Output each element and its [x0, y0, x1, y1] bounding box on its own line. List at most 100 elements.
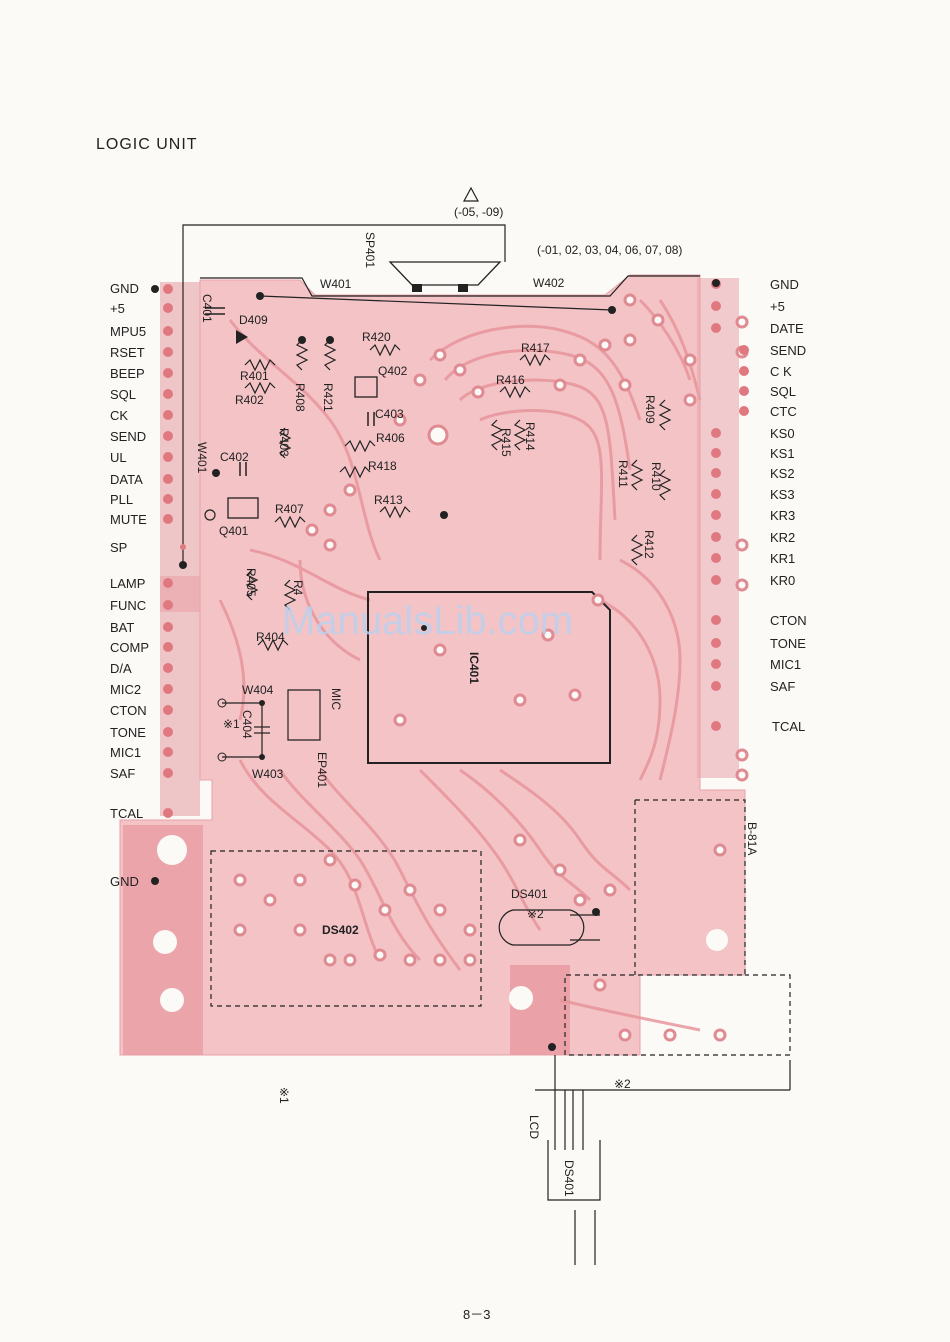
watermark: ManualsLib.com: [282, 599, 573, 643]
left-label-comp: COMP: [110, 640, 149, 655]
right-connector-labels: GND +5 DATE SEND C K SQL CTC KS0 KS1 KS2…: [770, 277, 807, 734]
left-label-rset: RSET: [110, 345, 145, 360]
mount-hole: [427, 424, 449, 446]
left-label-cton: CTON: [110, 703, 147, 718]
label-r417: R417: [521, 341, 550, 355]
asterisk2-note: ※2: [614, 1077, 631, 1091]
ic401-outline: [367, 591, 611, 764]
speaker-variant-note: (-05, -09): [454, 205, 503, 219]
label-r409: R409: [643, 395, 657, 424]
mount-hole: [706, 929, 728, 951]
mount-hole: [160, 988, 184, 1012]
left-label-5v: +5: [110, 301, 125, 316]
speaker-terminal: [412, 284, 422, 292]
resistor-symbols: [244, 339, 672, 652]
page-number: 8－3: [463, 1307, 491, 1322]
ds402-outline: [210, 850, 482, 1007]
label-ic401: IC401: [467, 652, 481, 684]
mic-terminal: [217, 752, 227, 762]
label-c404: C404: [240, 710, 254, 739]
label-r405: R405: [244, 568, 258, 597]
left-label-mic2: MIC2: [110, 682, 141, 697]
component-labels: SP401 W401 W402 C401 D409 R401 R402 R408…: [195, 232, 759, 1197]
right-label-kr1: KR1: [770, 551, 795, 566]
left-label-ul: UL: [110, 450, 127, 465]
label-c402: C402: [220, 450, 249, 464]
right-label-ks3: KS3: [770, 487, 795, 502]
b81a-outline: [564, 799, 791, 1056]
right-label-date: DATE: [770, 321, 804, 336]
right-label-ks1: KS1: [770, 446, 795, 461]
label-b81a: B-81A: [745, 822, 759, 855]
label-r408: R408: [293, 383, 307, 412]
right-label-cton: CTON: [770, 613, 807, 628]
right-label-5v: +5: [770, 299, 785, 314]
label-r412: R412: [642, 530, 656, 559]
label-w404: W404: [242, 683, 274, 697]
solder-pads: [233, 293, 749, 1042]
right-label-saf: SAF: [770, 679, 795, 694]
asterisk1-note: ※1: [277, 1087, 291, 1104]
label-r414: R414: [523, 422, 537, 451]
mount-hole: [153, 930, 177, 954]
label-r420: R420: [362, 330, 391, 344]
right-label-ks2: KS2: [770, 466, 795, 481]
label-ds401: DS401: [511, 887, 548, 901]
left-label-saf: SAF: [110, 766, 135, 781]
right-label-gnd: GND: [770, 277, 799, 292]
right-label-kr0: KR0: [770, 573, 795, 588]
label-r401: R401: [240, 369, 269, 383]
label-r406: R406: [376, 431, 405, 445]
mic-wiring: [222, 689, 321, 758]
label-w401-side: W401: [195, 442, 209, 474]
left-label-da: D/A: [110, 661, 132, 676]
label-w402: W402: [533, 276, 565, 290]
left-label-beep: BEEP: [110, 366, 145, 381]
right-label-mic1: MIC1: [770, 657, 801, 672]
left-connector-labels: GND +5 MPU5 RSET BEEP SQL CK SEND UL DAT…: [110, 281, 149, 889]
left-label-gnd: GND: [110, 281, 139, 296]
label-sp401: SP401: [363, 232, 377, 268]
label-q401: Q401: [219, 524, 249, 538]
left-label-sp: SP: [110, 540, 127, 555]
label-c401: C401: [200, 294, 214, 323]
left-label-ck: CK: [110, 408, 128, 423]
label-r421: R421: [321, 383, 335, 412]
q402-symbol: [354, 376, 378, 398]
left-label-bat: BAT: [110, 620, 134, 635]
right-label-kr3: KR3: [770, 508, 795, 523]
label-ep401: EP401: [315, 752, 329, 788]
label-r413: R413: [374, 493, 403, 507]
left-label-tone: TONE: [110, 725, 146, 740]
w401-terminal: [204, 509, 216, 521]
label-r410: R410: [649, 462, 663, 491]
pcb-shade: [510, 965, 570, 1055]
right-connector-pads: [711, 279, 749, 731]
label-c403: C403: [375, 407, 404, 421]
page-title: LOGIC UNIT: [96, 136, 198, 153]
left-label-mute: MUTE: [110, 512, 147, 527]
asterisk1-mic: ※1: [223, 717, 240, 731]
left-label-func: FUNC: [110, 598, 146, 613]
label-w401: W401: [320, 277, 352, 291]
asterisk2-ds401: ※2: [527, 907, 544, 921]
right-label-tcal: TCAL: [772, 719, 805, 734]
left-label-mpu5: MPU5: [110, 324, 146, 339]
left-label-pll: PLL: [110, 492, 133, 507]
label-r404: R404: [256, 630, 285, 644]
left-connector-pads: [163, 284, 173, 818]
right-label-tone: TONE: [770, 636, 806, 651]
left-label-data: DATA: [110, 472, 143, 487]
capacitor-symbols: [205, 307, 375, 476]
lcd-ds401-cable: [535, 1055, 791, 1265]
label-r403: R403: [277, 428, 291, 457]
mount-hole: [509, 986, 533, 1010]
label-r416: R416: [496, 373, 525, 387]
right-label-kr2: KR2: [770, 530, 795, 545]
via: [259, 754, 265, 760]
left-label-gnd-bottom: GND: [110, 874, 139, 889]
left-label-mic1: MIC1: [110, 745, 141, 760]
label-r415: R415: [499, 428, 513, 457]
label-mic: MIC: [329, 688, 343, 710]
